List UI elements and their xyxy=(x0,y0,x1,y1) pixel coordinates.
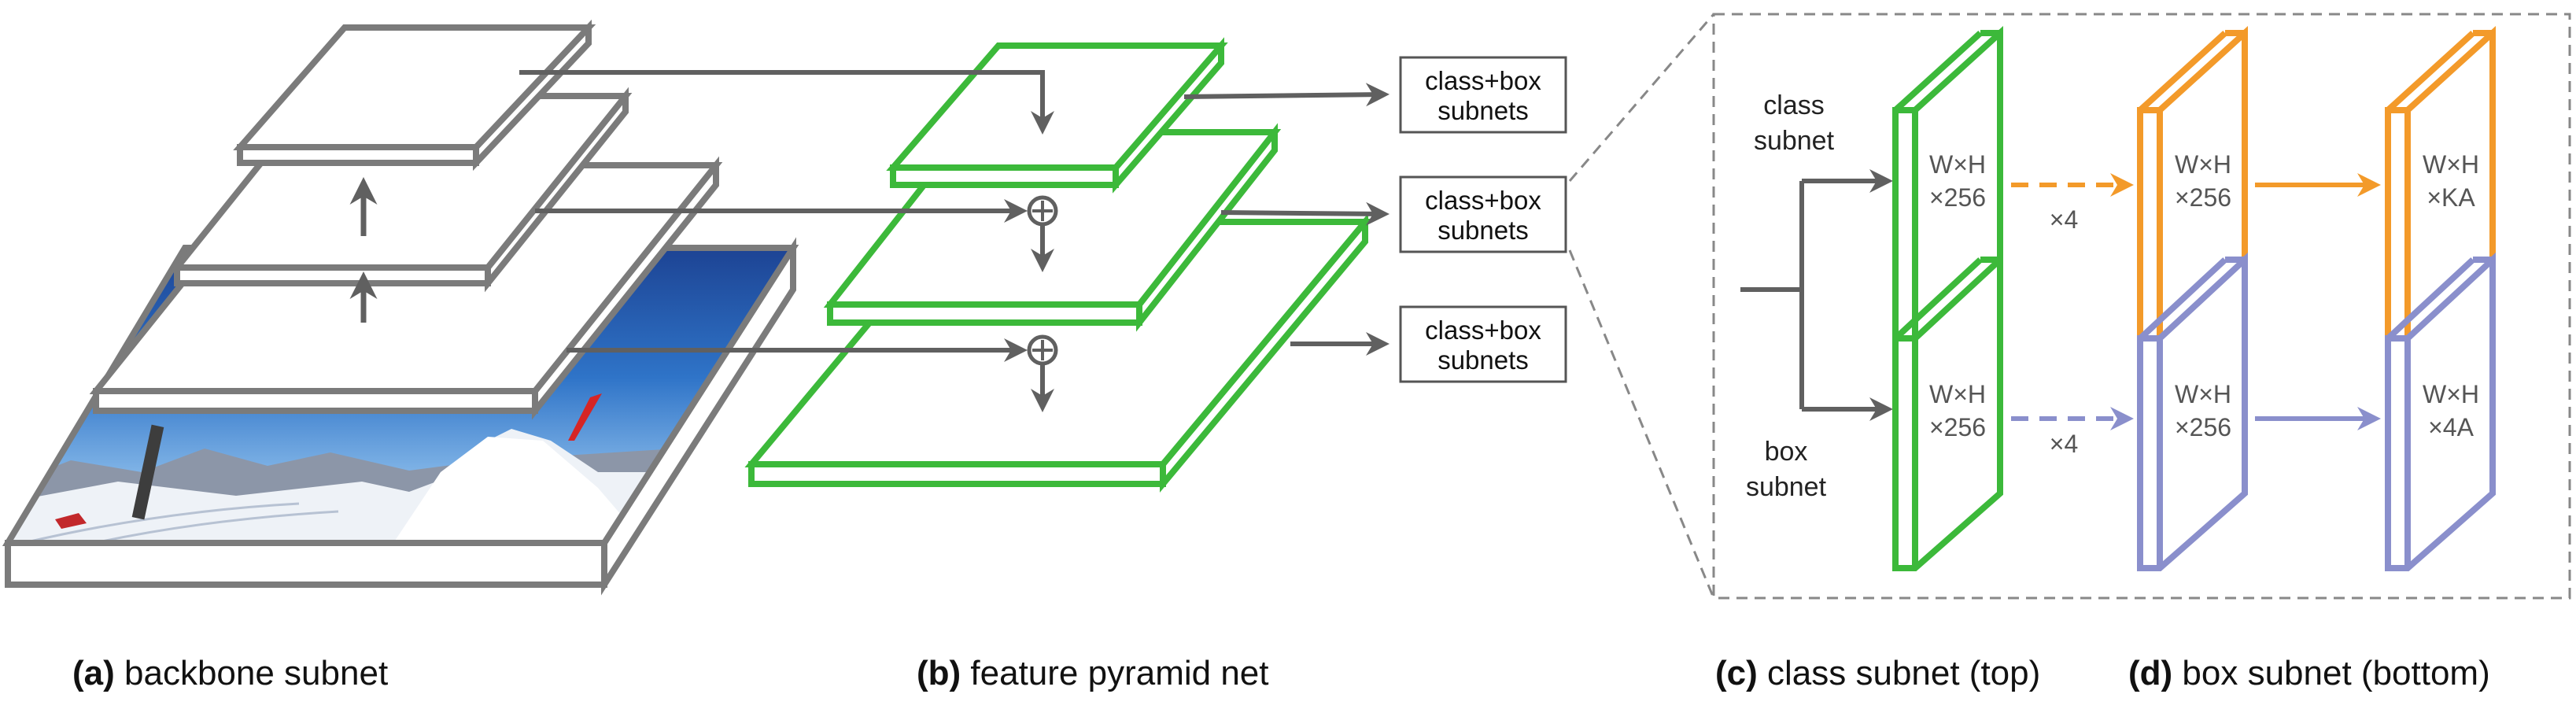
box-subnet-output-map: W×H ×4A xyxy=(2385,252,2496,571)
feature-map-size-label: W×H xyxy=(1929,380,1986,408)
class-subnet-label: class xyxy=(1763,90,1824,120)
subnet-box-label: class+box xyxy=(1425,186,1541,215)
feature-map-size-label: W×H xyxy=(2423,380,2479,408)
figure-captions: (a) backbone subnet (b) feature pyramid … xyxy=(72,654,2490,692)
sum-node-icon xyxy=(1027,334,1058,366)
zoom-guide-line xyxy=(1568,249,1715,599)
feature-map-channel-label: ×KA xyxy=(2427,183,2475,212)
lateral-connection-arrow xyxy=(519,70,1054,135)
box-subnet-hidden-map: W×H ×256 xyxy=(2137,252,2248,571)
subnet-box-label: subnets xyxy=(1437,216,1529,245)
subnet-box-label: subnets xyxy=(1437,345,1529,375)
feature-map-channel-label: ×256 xyxy=(2175,413,2231,441)
subnet-box-label: subnets xyxy=(1437,96,1529,125)
subnet-box-bottom: class+box subnets xyxy=(1399,305,1567,383)
caption-fpn: (b) feature pyramid net xyxy=(917,654,1269,692)
subnet-box-label: class+box xyxy=(1425,316,1541,345)
pyramid-output-arrow xyxy=(1183,83,1389,107)
feature-pyramid-net xyxy=(519,37,1389,493)
box-subnet-label: subnet xyxy=(1746,472,1827,502)
subnet-box-middle: class+box subnets xyxy=(1399,175,1567,253)
backbone-layer-1 xyxy=(233,19,596,172)
feature-map-size-label: W×H xyxy=(2175,380,2231,408)
feature-map-channel-label: ×4A xyxy=(2428,413,2474,441)
subnet-box-top: class+box subnets xyxy=(1399,56,1567,134)
repeat-count-label: ×4 xyxy=(2050,430,2078,458)
feature-map-channel-label: ×256 xyxy=(1929,413,1986,441)
class-subnet-label: subnet xyxy=(1754,126,1835,156)
head-detail-panel: class subnet box subnet W×H ×256 W×H ×25… xyxy=(1712,13,2571,600)
caption-box-subnet: (d) box subnet (bottom) xyxy=(2128,654,2490,692)
sum-node-icon xyxy=(1027,195,1058,227)
feature-map-size-label: W×H xyxy=(1929,150,1986,179)
zoom-guide-line xyxy=(1568,13,1715,182)
pyramid-level-small xyxy=(886,37,1228,194)
caption-class-subnet: (c) class subnet (top) xyxy=(1715,654,2040,692)
feature-map-size-label: W×H xyxy=(2175,150,2231,179)
subnet-box-label: class+box xyxy=(1425,66,1541,95)
box-subnet-label: box xyxy=(1765,437,1808,467)
caption-backbone: (a) backbone subnet xyxy=(72,654,388,692)
feature-map-size-label: W×H xyxy=(2423,150,2479,179)
feature-map-channel-label: ×256 xyxy=(2175,183,2231,212)
pyramid-output-arrow xyxy=(1220,201,1389,226)
feature-map-channel-label: ×256 xyxy=(1929,183,1986,212)
backbone-subnet xyxy=(2,19,799,596)
box-subnet-input-map: W×H ×256 xyxy=(1892,252,2003,571)
repeat-count-label: ×4 xyxy=(2050,205,2078,234)
